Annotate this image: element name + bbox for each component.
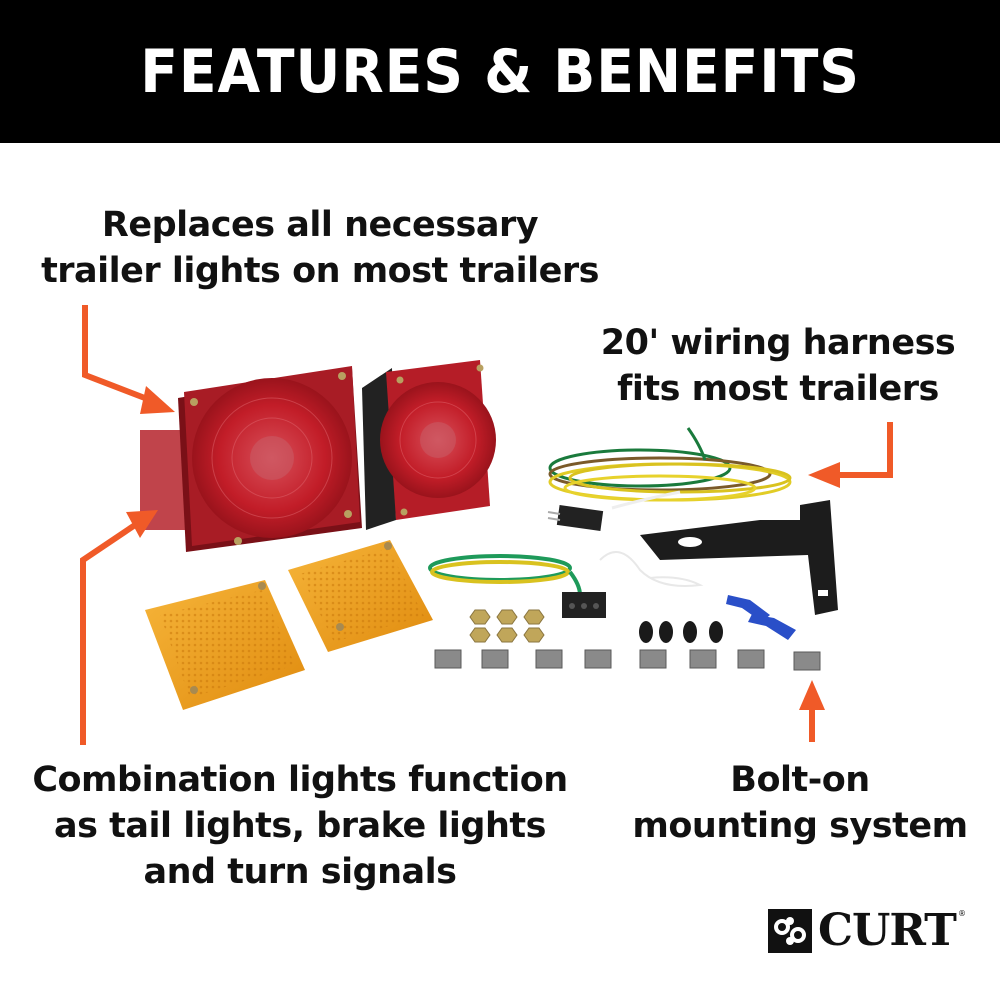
- mounting-bracket-icon: [640, 500, 838, 615]
- mounting-clips-icon: [434, 649, 821, 671]
- callout-mounting: Bolt-on mounting system: [620, 757, 980, 849]
- brand-name: CURT: [818, 905, 957, 956]
- arrow-lights-icon: [82, 305, 175, 414]
- arrow-harness-icon: [808, 422, 893, 488]
- amber-marker-right-icon: [288, 540, 433, 652]
- short-harness-icon: [428, 554, 582, 596]
- flat-connector-male-icon: [547, 505, 604, 531]
- ground-wire-icon: [599, 551, 704, 587]
- curt-logo-mark-icon: [768, 909, 812, 953]
- callout-harness-line-1: 20' wiring harness: [600, 323, 956, 363]
- quick-splice-connectors-icon: [726, 595, 796, 640]
- arrow-combination-icon: [80, 510, 158, 745]
- callout-lights: Replaces all necessary trailer lights on…: [40, 202, 600, 294]
- callout-combination-line-2: as tail lights, brake lights: [54, 806, 546, 846]
- tail-light-right-icon: [362, 360, 496, 530]
- callout-combination-line-1: Combination lights function: [32, 760, 568, 800]
- wiring-harness-icon: [548, 427, 792, 510]
- header-banner: FEATURES & BENEFITS: [0, 0, 1000, 143]
- page-title: FEATURES & BENEFITS: [140, 36, 860, 107]
- callout-lights-line-1: Replaces all necessary: [101, 205, 539, 245]
- hex-nuts-icon: [469, 609, 545, 643]
- callout-harness-line-2: fits most trailers: [617, 369, 939, 409]
- callout-combination: Combination lights function as tail ligh…: [30, 757, 570, 895]
- amber-marker-left-icon: [145, 580, 305, 710]
- callout-combination-line-3: and turn signals: [143, 852, 457, 892]
- callout-mounting-line-2: mounting system: [632, 806, 968, 846]
- callout-mounting-line-1: Bolt-on: [730, 760, 870, 800]
- registered-mark: ®: [957, 909, 966, 918]
- tail-light-left-icon: [140, 366, 362, 552]
- callout-lights-line-2: trailer lights on most trailers: [41, 251, 599, 291]
- brand-logo: CURT ®: [768, 909, 966, 953]
- arrow-mounting-icon: [799, 680, 825, 742]
- callout-harness: 20' wiring harness fits most trailers: [588, 320, 968, 412]
- flat-connector-female-icon: [562, 592, 606, 618]
- wire-nuts-icon: [639, 621, 723, 643]
